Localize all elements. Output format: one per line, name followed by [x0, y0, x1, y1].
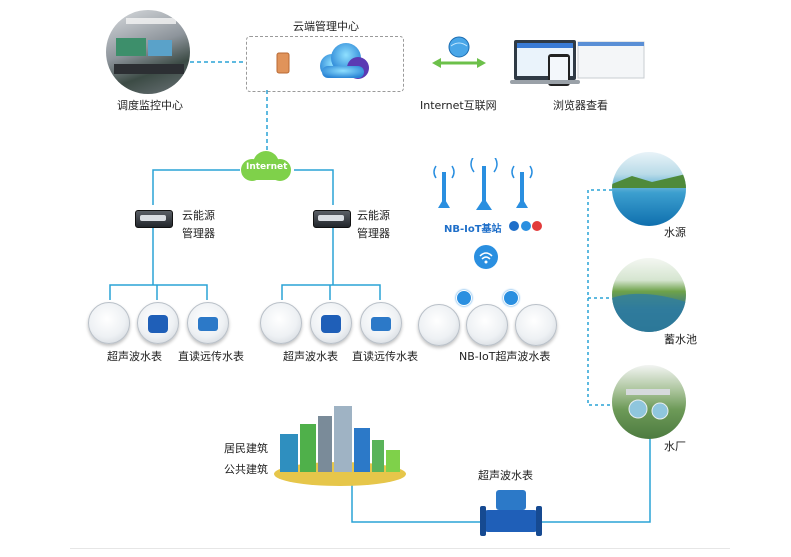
group2-bus — [281, 284, 381, 300]
main-meter-label: 超声波水表 — [478, 469, 533, 482]
group2-direct-label: 直读远传水表 — [352, 350, 418, 363]
internet-left-link — [152, 169, 240, 205]
cloud-center-box — [246, 36, 404, 92]
direct-read-meter — [187, 302, 229, 344]
nbiot-meter — [418, 304, 460, 346]
carrier-logos-icon — [509, 221, 542, 231]
nbiot-antennas-icon — [433, 158, 533, 210]
supply-pipe — [540, 438, 651, 523]
internet-cloud-label: Internet — [246, 162, 288, 172]
server-icon — [276, 52, 290, 74]
dispatch-center-photo — [106, 10, 190, 94]
nbiot-meter — [466, 304, 508, 346]
internet-link-label: Internet互联网 — [420, 99, 497, 112]
group2-ultrasonic-label: 超声波水表 — [283, 350, 338, 363]
pipe-meter-icon — [321, 315, 341, 333]
pipe-meter-icon — [148, 315, 168, 333]
browser-devices-icon — [510, 40, 645, 86]
nbiot-meter — [515, 304, 557, 346]
wireless-signal-icon — [474, 245, 498, 269]
water-source-photo — [612, 152, 686, 226]
dispatch-center-label: 调度监控中心 — [117, 99, 183, 112]
reservoir-label: 蓄水池 — [664, 333, 697, 346]
group3-nbiot-label: NB-IoT超声波水表 — [459, 350, 551, 363]
control-room-icon — [114, 18, 184, 74]
reservoir-icon — [612, 293, 686, 332]
ultrasonic-meter — [260, 302, 302, 344]
internet-cloud-icon — [241, 151, 291, 181]
city-buildings-icon — [274, 406, 406, 486]
manager-right-line2: 管理器 — [357, 227, 390, 240]
treatment-tanks-icon — [626, 389, 670, 420]
residential-label: 居民建筑 — [224, 442, 268, 455]
meter-dial-icon — [198, 317, 218, 331]
bidirectional-arrow-icon — [432, 58, 486, 68]
ultrasonic-flow-meter-icon — [480, 490, 542, 536]
water-plant-label: 水厂 — [664, 440, 686, 453]
internet-right-link — [294, 169, 334, 205]
energy-manager-right — [313, 210, 351, 228]
ultrasonic-meter — [310, 302, 352, 344]
nbiot-station-label: NB-IoT基站 — [444, 224, 502, 235]
public-building-label: 公共建筑 — [224, 463, 268, 476]
manager-left-line1: 云能源 — [182, 209, 215, 222]
meter-dial-icon — [371, 317, 391, 331]
manager-left-line2: 管理器 — [182, 227, 215, 240]
lake-icon — [612, 174, 686, 188]
nbiot-badge-icon — [456, 290, 472, 306]
bottom-divider — [70, 548, 730, 549]
cloud-icon — [320, 43, 369, 79]
group1-direct-label: 直读远传水表 — [178, 350, 244, 363]
cloud-center-title: 云端管理中心 — [293, 20, 359, 33]
energy-manager-left — [135, 210, 173, 228]
globe-icon — [448, 36, 470, 58]
direct-read-meter — [360, 302, 402, 344]
group1-ultrasonic-label: 超声波水表 — [107, 350, 162, 363]
group1-bus — [109, 284, 208, 300]
building-pipe — [351, 484, 484, 523]
water-plant-photo — [612, 365, 686, 439]
water-source-label: 水源 — [664, 226, 686, 239]
browser-view-label: 浏览器查看 — [553, 99, 608, 112]
nbiot-badge-icon — [503, 290, 519, 306]
ultrasonic-meter — [88, 302, 130, 344]
ultrasonic-meter — [137, 302, 179, 344]
reservoir-photo — [612, 258, 686, 332]
manager-right-line1: 云能源 — [357, 209, 390, 222]
source-chain — [587, 189, 612, 406]
